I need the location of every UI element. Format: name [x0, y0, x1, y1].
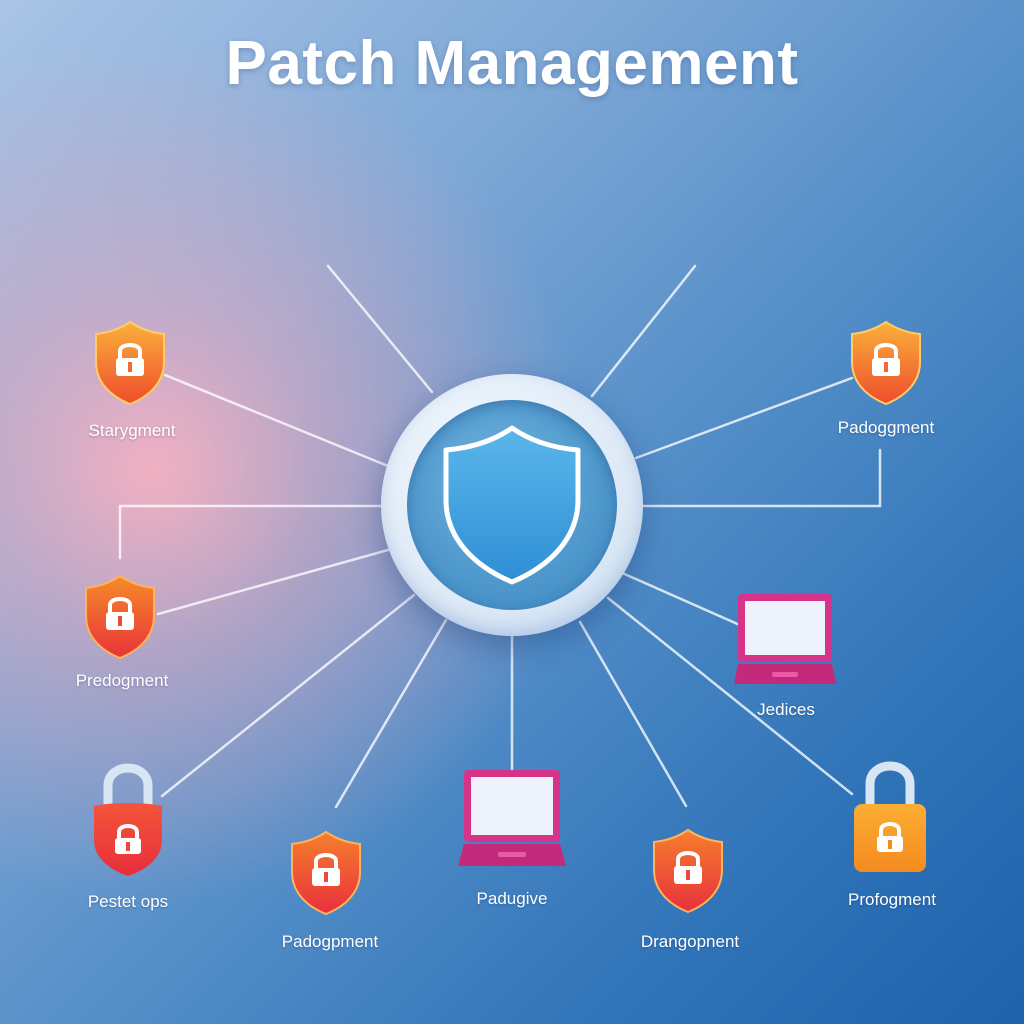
laptop-icon	[734, 594, 836, 684]
node-label: Padogpment	[281, 932, 379, 951]
node-label: Padoggment	[837, 418, 935, 437]
node-label: Predogment	[75, 671, 169, 690]
node-label: Drangopnent	[640, 932, 740, 951]
node-label: Starygment	[88, 421, 176, 440]
padlock-icon	[854, 761, 926, 872]
node-label: Pestet ops	[87, 892, 169, 911]
connector-line	[606, 596, 854, 796]
connector-line	[156, 548, 390, 616]
shield-lock-icon	[291, 830, 361, 916]
connector-line	[590, 264, 697, 398]
shield-lock-icon	[85, 574, 155, 660]
connector-line	[163, 373, 390, 468]
connector-line	[118, 504, 383, 560]
connector-line	[578, 620, 688, 808]
connector-line	[334, 618, 448, 809]
central-hub	[381, 374, 643, 636]
shield-lock-icon	[851, 320, 921, 406]
shield-icon	[443, 425, 581, 585]
node-label: Profogment	[848, 890, 936, 909]
laptop-icon	[458, 770, 566, 866]
padlock-icon	[94, 763, 162, 876]
node-label: Padugive	[476, 889, 548, 908]
shield-lock-icon	[653, 828, 723, 914]
node-label: Jedices	[757, 700, 815, 719]
connector-line	[326, 264, 434, 394]
shield-lock-icon	[95, 320, 165, 406]
connector-line	[641, 448, 882, 508]
connector-line	[634, 376, 854, 460]
page-title: Patch Management	[225, 29, 799, 98]
connector-line	[160, 593, 416, 798]
connector-line	[618, 570, 744, 628]
